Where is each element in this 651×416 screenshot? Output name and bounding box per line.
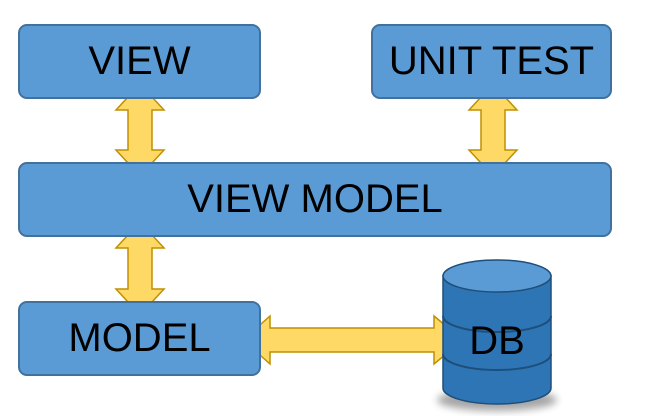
view-label: VIEW bbox=[88, 39, 191, 83]
db-ring-2 bbox=[442, 353, 552, 371]
db-body bbox=[442, 275, 552, 405]
db-label: DB bbox=[469, 319, 525, 363]
unit-test-label: UNIT TEST bbox=[388, 39, 595, 83]
view-model-label: VIEW MODEL bbox=[187, 177, 443, 221]
db-top bbox=[442, 259, 552, 293]
db-ring-1 bbox=[442, 315, 552, 333]
unit-test-box: UNIT TEST bbox=[371, 24, 612, 99]
model-db-arrow bbox=[241, 314, 465, 366]
model-box: MODEL bbox=[18, 301, 261, 376]
view-model-box: VIEW MODEL bbox=[18, 162, 612, 237]
database-icon bbox=[437, 259, 557, 411]
model-label: MODEL bbox=[68, 316, 211, 360]
view-box: VIEW bbox=[18, 24, 261, 99]
